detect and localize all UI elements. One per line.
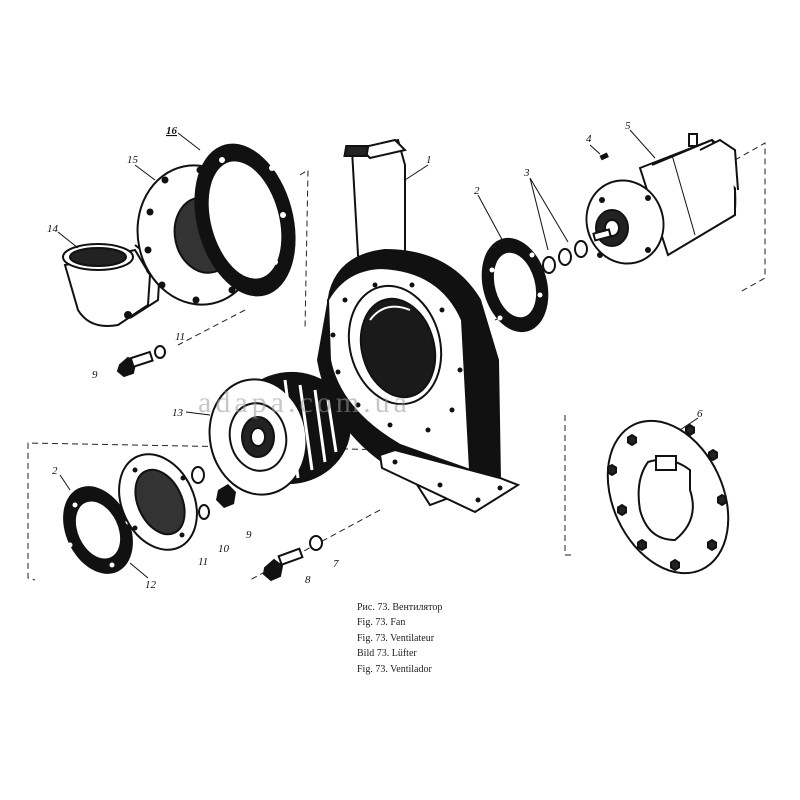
- leader-lines: [57, 129, 699, 579]
- part-12-inlet-plate: [118, 453, 198, 551]
- part-7-washer: [309, 535, 323, 551]
- caption-line-es: Fig. 73. Ventilador: [357, 663, 432, 675]
- part-8-bolt: [262, 547, 304, 582]
- watermark-text: adaра.com.ua: [198, 386, 411, 419]
- part-9-nut-lower: [216, 484, 236, 508]
- part-13-impeller: [208, 371, 351, 496]
- part-6-hub-flange: [606, 419, 730, 575]
- label-part-6: 6: [697, 408, 703, 420]
- caption-line-fr: Fig. 73. Ventilateur: [357, 632, 435, 644]
- figure-caption: Рис. 73. Вентилятор Fig. 73. Fan Fig. 73…: [357, 600, 442, 677]
- label-part-11-lower: 11: [198, 556, 208, 568]
- label-part-14: 14: [47, 223, 59, 235]
- label-part-1: 1: [426, 154, 432, 166]
- label-part-12: 12: [145, 579, 157, 591]
- part-9-bolt-upper: [116, 345, 166, 378]
- label-part-11-upper: 11: [175, 331, 185, 343]
- caption-line-en: Fig. 73. Fan: [357, 617, 406, 629]
- part-number-labels: 1 2 3 4 5 6 7 8 9 9 10 11 11 12 13 14 15…: [47, 120, 703, 591]
- label-part-7: 7: [333, 558, 339, 570]
- part-16-gasket: [194, 143, 296, 297]
- part-2-gasket-upper: [481, 237, 549, 333]
- label-part-8: 8: [305, 574, 311, 586]
- part-5-electric-motor: [585, 133, 739, 265]
- part-3-washers: [529, 177, 588, 274]
- label-part-4: 4: [586, 133, 592, 145]
- caption-line-ru: Рис. 73. Вентилятор: [357, 602, 443, 613]
- label-part-3: 3: [523, 167, 530, 179]
- label-part-9-upper: 9: [92, 369, 98, 381]
- label-part-10: 10: [218, 543, 230, 555]
- label-part-16: 16: [166, 125, 178, 137]
- label-part-5: 5: [625, 120, 631, 132]
- part-4-pin: [599, 152, 609, 161]
- label-part-9-lower: 9: [246, 529, 252, 541]
- part-1-fan-housing: [316, 138, 521, 514]
- label-part-2-upper: 2: [474, 185, 480, 197]
- caption-line-de: Bild 73. Lüfter: [357, 648, 417, 660]
- part-2-gasket-lower: [63, 486, 133, 574]
- label-part-15: 15: [127, 154, 139, 166]
- part-10-11-washers-lower: [191, 466, 210, 520]
- label-part-13: 13: [172, 407, 184, 419]
- label-part-2-lower: 2: [52, 465, 58, 477]
